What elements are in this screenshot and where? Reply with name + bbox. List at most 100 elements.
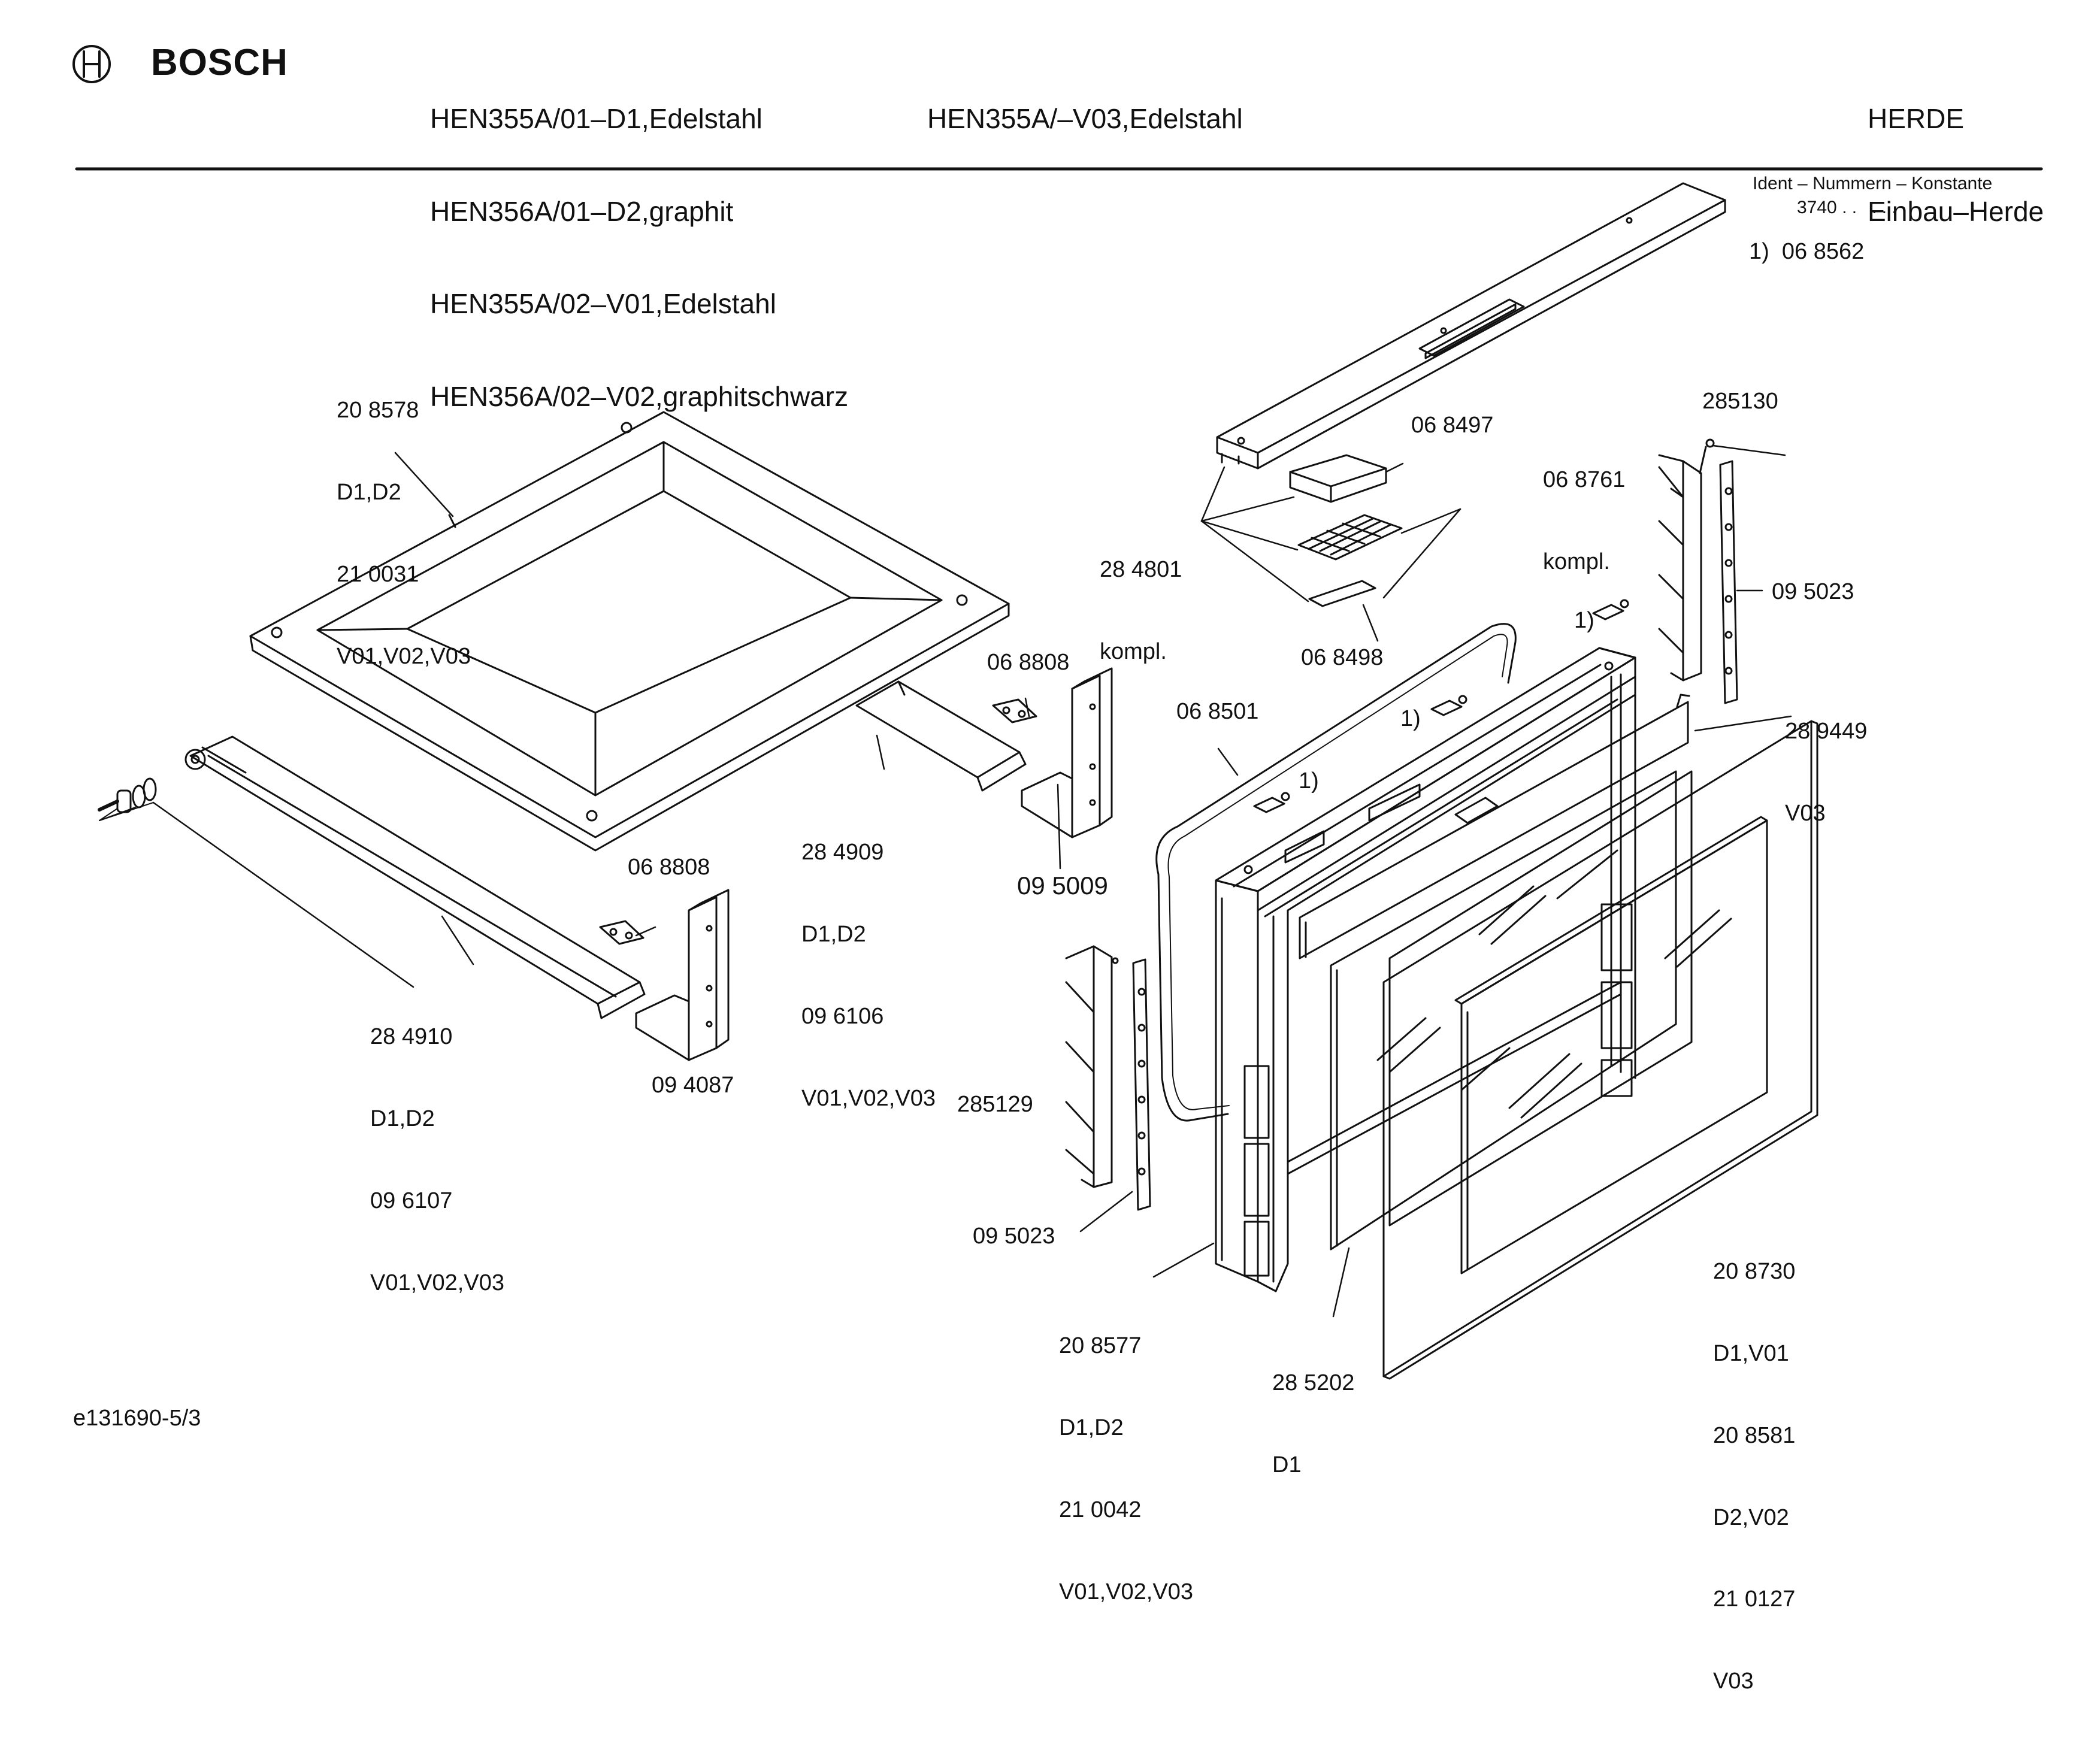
label-footnote-c: 1) (1299, 768, 1319, 794)
part-number: 21 0042 (1059, 1497, 1142, 1522)
label-clip-upper: 06 8808 (987, 650, 1070, 675)
model-line: HEN355A/01–D1,Edelstahl (430, 103, 762, 135)
note: kompl. (1543, 549, 1610, 574)
oven-top-panel (249, 411, 1010, 852)
ident-footnote: 1) 06 8562 (1749, 239, 1865, 264)
clip-footnote-b (1430, 695, 1467, 716)
hinge-left (1065, 945, 1119, 1188)
variant: V01,V02,V03 (370, 1270, 504, 1295)
variant: D1 (1272, 1452, 1302, 1477)
label-handle-068761: 06 8761 kompl. (1543, 412, 1625, 631)
variant: D1,D2 (801, 921, 866, 947)
bracket-lower (635, 889, 730, 1061)
label-clip-lower: 06 8808 (628, 855, 710, 880)
model-list-1: HEN355A/01–D1,Edelstahl HEN356A/01–D2,gr… (430, 42, 848, 474)
part-number: 28 9449 (1785, 719, 1868, 744)
part-number: 21 0127 (1713, 1586, 1796, 1612)
inner-glass-panel (1330, 770, 1677, 1251)
door-inner-strip (1299, 694, 1690, 959)
hinge-right (1658, 438, 1715, 682)
variant: V01,V02,V03 (1059, 1579, 1193, 1604)
strip-right (1719, 460, 1738, 704)
label-footnote-b: 1) (1400, 706, 1421, 731)
label-door-frame: 20 8577 D1,D2 21 0042 V01,V02,V03 (1059, 1278, 1193, 1660)
label-hinge-285130: 285130 (1702, 389, 1778, 414)
strip-left (1132, 958, 1151, 1211)
label-outer-glass: 20 8730 D1,V01 20 8581 D2,V02 21 0127 V0… (1713, 1204, 1795, 1750)
part-number: 28 4910 (370, 1024, 453, 1050)
leader-lines (152, 444, 1792, 1318)
side-rail-long (184, 735, 646, 1019)
part-number: 28 5202 (1272, 1370, 1355, 1396)
product-category: HERDE Einbau–Herde (1868, 42, 2044, 289)
note: kompl. (1100, 638, 1167, 664)
label-gasket-068501: 06 8501 (1176, 699, 1259, 724)
variant: D1,D2 (370, 1106, 435, 1131)
handle-leader-lines (1200, 462, 1461, 642)
variant: V01,V02,V03 (337, 643, 471, 669)
part-number: 20 8578 (337, 398, 419, 423)
part-number: 20 8577 (1059, 1333, 1142, 1359)
variant: D1,V01 (1713, 1340, 1789, 1366)
label-inner-glass: 28 5202 D1 (1272, 1315, 1354, 1534)
label-footnote-a: 1) (1574, 608, 1594, 633)
model-line: HEN356A/01–D2,graphit (430, 195, 734, 227)
brand-name: BOSCH (151, 42, 288, 83)
label-handle-068498: 06 8498 (1301, 645, 1384, 670)
label-top-panel: 20 8578 D1,D2 21 0031 V01,V02,V03 (337, 343, 471, 725)
label-bracket-095009: 09 5009 (1017, 871, 1108, 900)
clip-lower (599, 920, 644, 945)
variant: V03 (1713, 1669, 1754, 1694)
part-number: 20 8730 (1713, 1259, 1796, 1285)
part-number: 20 8581 (1713, 1422, 1796, 1448)
exploded-view-drawing (72, 45, 2043, 1380)
label-handle-068497: 06 8497 (1411, 413, 1494, 438)
variant: D1,D2 (1059, 1415, 1124, 1440)
door-gasket-inner (1167, 634, 1508, 1110)
model-list-2: HEN355A/–V03,Edelstahl (927, 42, 1243, 196)
door-frame (1215, 647, 1636, 1292)
variant: V01,V02,V03 (801, 1085, 936, 1111)
label-glass-289449: 28 9449 V03 (1785, 664, 1867, 882)
intermediate-glass (1388, 770, 1693, 1227)
clip-footnote-a (1592, 599, 1629, 620)
part-number: 28 4909 (801, 840, 884, 865)
clip-footnote-c (1253, 792, 1290, 813)
handle-grid-insert (1297, 514, 1403, 561)
label-rail-284909: 28 4909 D1,D2 09 6106 V01,V02,V03 (801, 785, 936, 1167)
label-strip-095023-right: 09 5023 (1772, 579, 1854, 604)
door-gasket (1155, 623, 1517, 1122)
model-line: HEN356A/02–V02,graphitschwarz (430, 380, 849, 412)
part-number: 09 6107 (370, 1188, 453, 1213)
drawing-number: e131690-5/3 (73, 1406, 201, 1431)
parts-diagram-sheet: BOSCH HEN355A/01–D1,Edelstahl HEN356A/01… (72, 42, 2044, 1694)
category-line: Einbau–Herde (1868, 195, 2044, 227)
side-rail-upper (855, 680, 1027, 792)
variant: D2,V02 (1713, 1504, 1789, 1530)
label-rail-284910: 28 4910 D1,D2 09 6107 V01,V02,V03 (370, 969, 504, 1351)
label-hinge-285129: 285129 (957, 1092, 1033, 1117)
model-line: HEN355A/–V03,Edelstahl (927, 103, 1243, 135)
label-strip-095023-left: 09 5023 (973, 1224, 1055, 1249)
model-line: HEN355A/02–V01,Edelstahl (430, 288, 776, 320)
clip-upper (992, 698, 1037, 723)
variant: D1,D2 (337, 479, 401, 505)
label-handle-284801: 28 4801 kompl. (1100, 502, 1182, 720)
part-number: 09 6106 (801, 1003, 884, 1029)
bracket-upper (1021, 667, 1113, 838)
part-number: 21 0031 (337, 561, 419, 587)
handle-cap (1289, 454, 1387, 503)
ident-constant: 3740 . . . . . . (1797, 198, 1907, 217)
part-number: 06 8761 (1543, 467, 1626, 493)
ident-title: Ident – Nummern – Konstante (1753, 174, 1993, 193)
label-bracket-094087: 09 4087 (652, 1073, 734, 1098)
outer-glass-panel (1382, 720, 1818, 1380)
door-handle-bar (1216, 182, 1726, 470)
category-line: HERDE (1868, 103, 1965, 135)
variant: V03 (1785, 800, 1826, 826)
door-hinge-blocks (1600, 903, 1633, 1097)
part-number: 28 4801 (1100, 557, 1182, 583)
bosch-logo-mark (72, 45, 111, 83)
handle-gasket (1308, 580, 1376, 607)
screw-assembly (98, 777, 157, 821)
